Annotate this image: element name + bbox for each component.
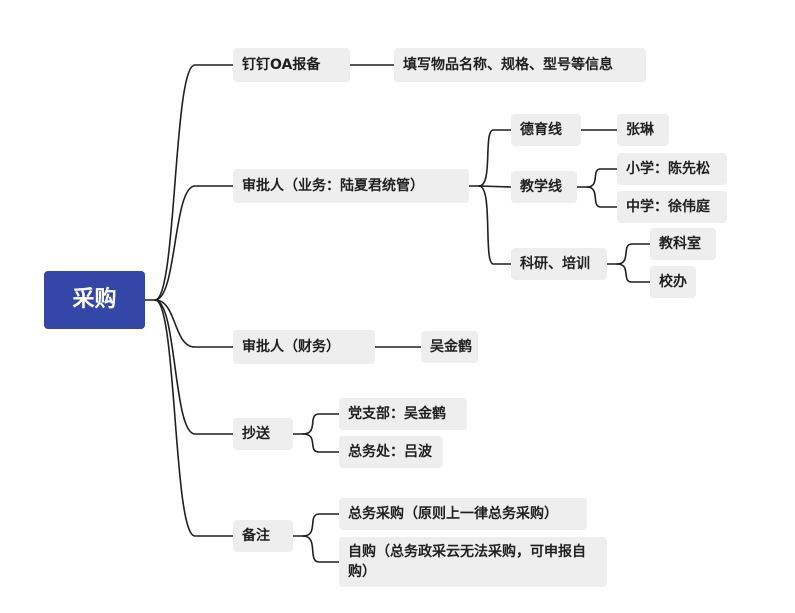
edge-root-b5 bbox=[154, 299, 234, 537]
node-approver-business[interactable]: 审批人（业务：陆夏君统管） bbox=[233, 169, 469, 203]
node-moral-education-line[interactable]: 德育线 bbox=[511, 114, 581, 146]
node-cc[interactable]: 抄送 bbox=[233, 418, 293, 450]
node-research-training[interactable]: 科研、培训 bbox=[511, 248, 607, 280]
edge-b5-b5b bbox=[302, 535, 340, 563]
edge-root-b4 bbox=[154, 299, 234, 435]
node-general-affairs-lv-bo[interactable]: 总务处：吕波 bbox=[339, 436, 443, 468]
node-principal-office[interactable]: 校办 bbox=[650, 266, 696, 298]
node-research-office[interactable]: 教科室 bbox=[650, 228, 716, 260]
node-fill-item-info[interactable]: 填写物品名称、规格、型号等信息 bbox=[394, 48, 646, 82]
node-zhang-lin[interactable]: 张琳 bbox=[617, 114, 669, 146]
node-middle-xu-weiting[interactable]: 中学：徐伟庭 bbox=[617, 191, 727, 223]
edge-root-b2 bbox=[154, 185, 234, 301]
node-teaching-line[interactable]: 教学线 bbox=[511, 171, 577, 203]
node-general-affairs-procurement[interactable]: 总务采购（原则上一律总务采购） bbox=[339, 498, 587, 530]
edge-b2c-b2c2 bbox=[616, 263, 651, 283]
node-remarks[interactable]: 备注 bbox=[233, 520, 293, 552]
edge-root-b3 bbox=[154, 299, 234, 348]
node-wu-jinhe[interactable]: 吴金鹤 bbox=[421, 331, 478, 363]
edge-b2b-b2b2 bbox=[586, 186, 618, 208]
node-dingtalk-oa-report[interactable]: 钉钉OA报备 bbox=[233, 48, 350, 82]
edge-b2c-b2c1 bbox=[616, 243, 651, 265]
edge-b2-b2c bbox=[478, 185, 512, 265]
node-primary-chen-xiansong[interactable]: 小学：陈先松 bbox=[617, 153, 727, 185]
edge-b2-b2b bbox=[478, 185, 512, 188]
edge-b2b-b2b1 bbox=[586, 168, 618, 188]
node-party-branch-wu-jinhe[interactable]: 党支部：吴金鹤 bbox=[339, 398, 467, 430]
root-node-procurement[interactable]: 采购 bbox=[44, 271, 145, 329]
edge-root-b1 bbox=[154, 64, 234, 301]
edge-b2-b2a bbox=[478, 129, 512, 187]
node-self-purchase[interactable]: 自购（总务政采云无法采购，可申报自购） bbox=[339, 537, 607, 587]
edge-b4-b4a bbox=[302, 413, 340, 435]
node-approver-finance[interactable]: 审批人（财务） bbox=[233, 330, 375, 364]
edge-b4-b4b bbox=[302, 433, 340, 453]
edge-b5-b5a bbox=[302, 513, 340, 537]
